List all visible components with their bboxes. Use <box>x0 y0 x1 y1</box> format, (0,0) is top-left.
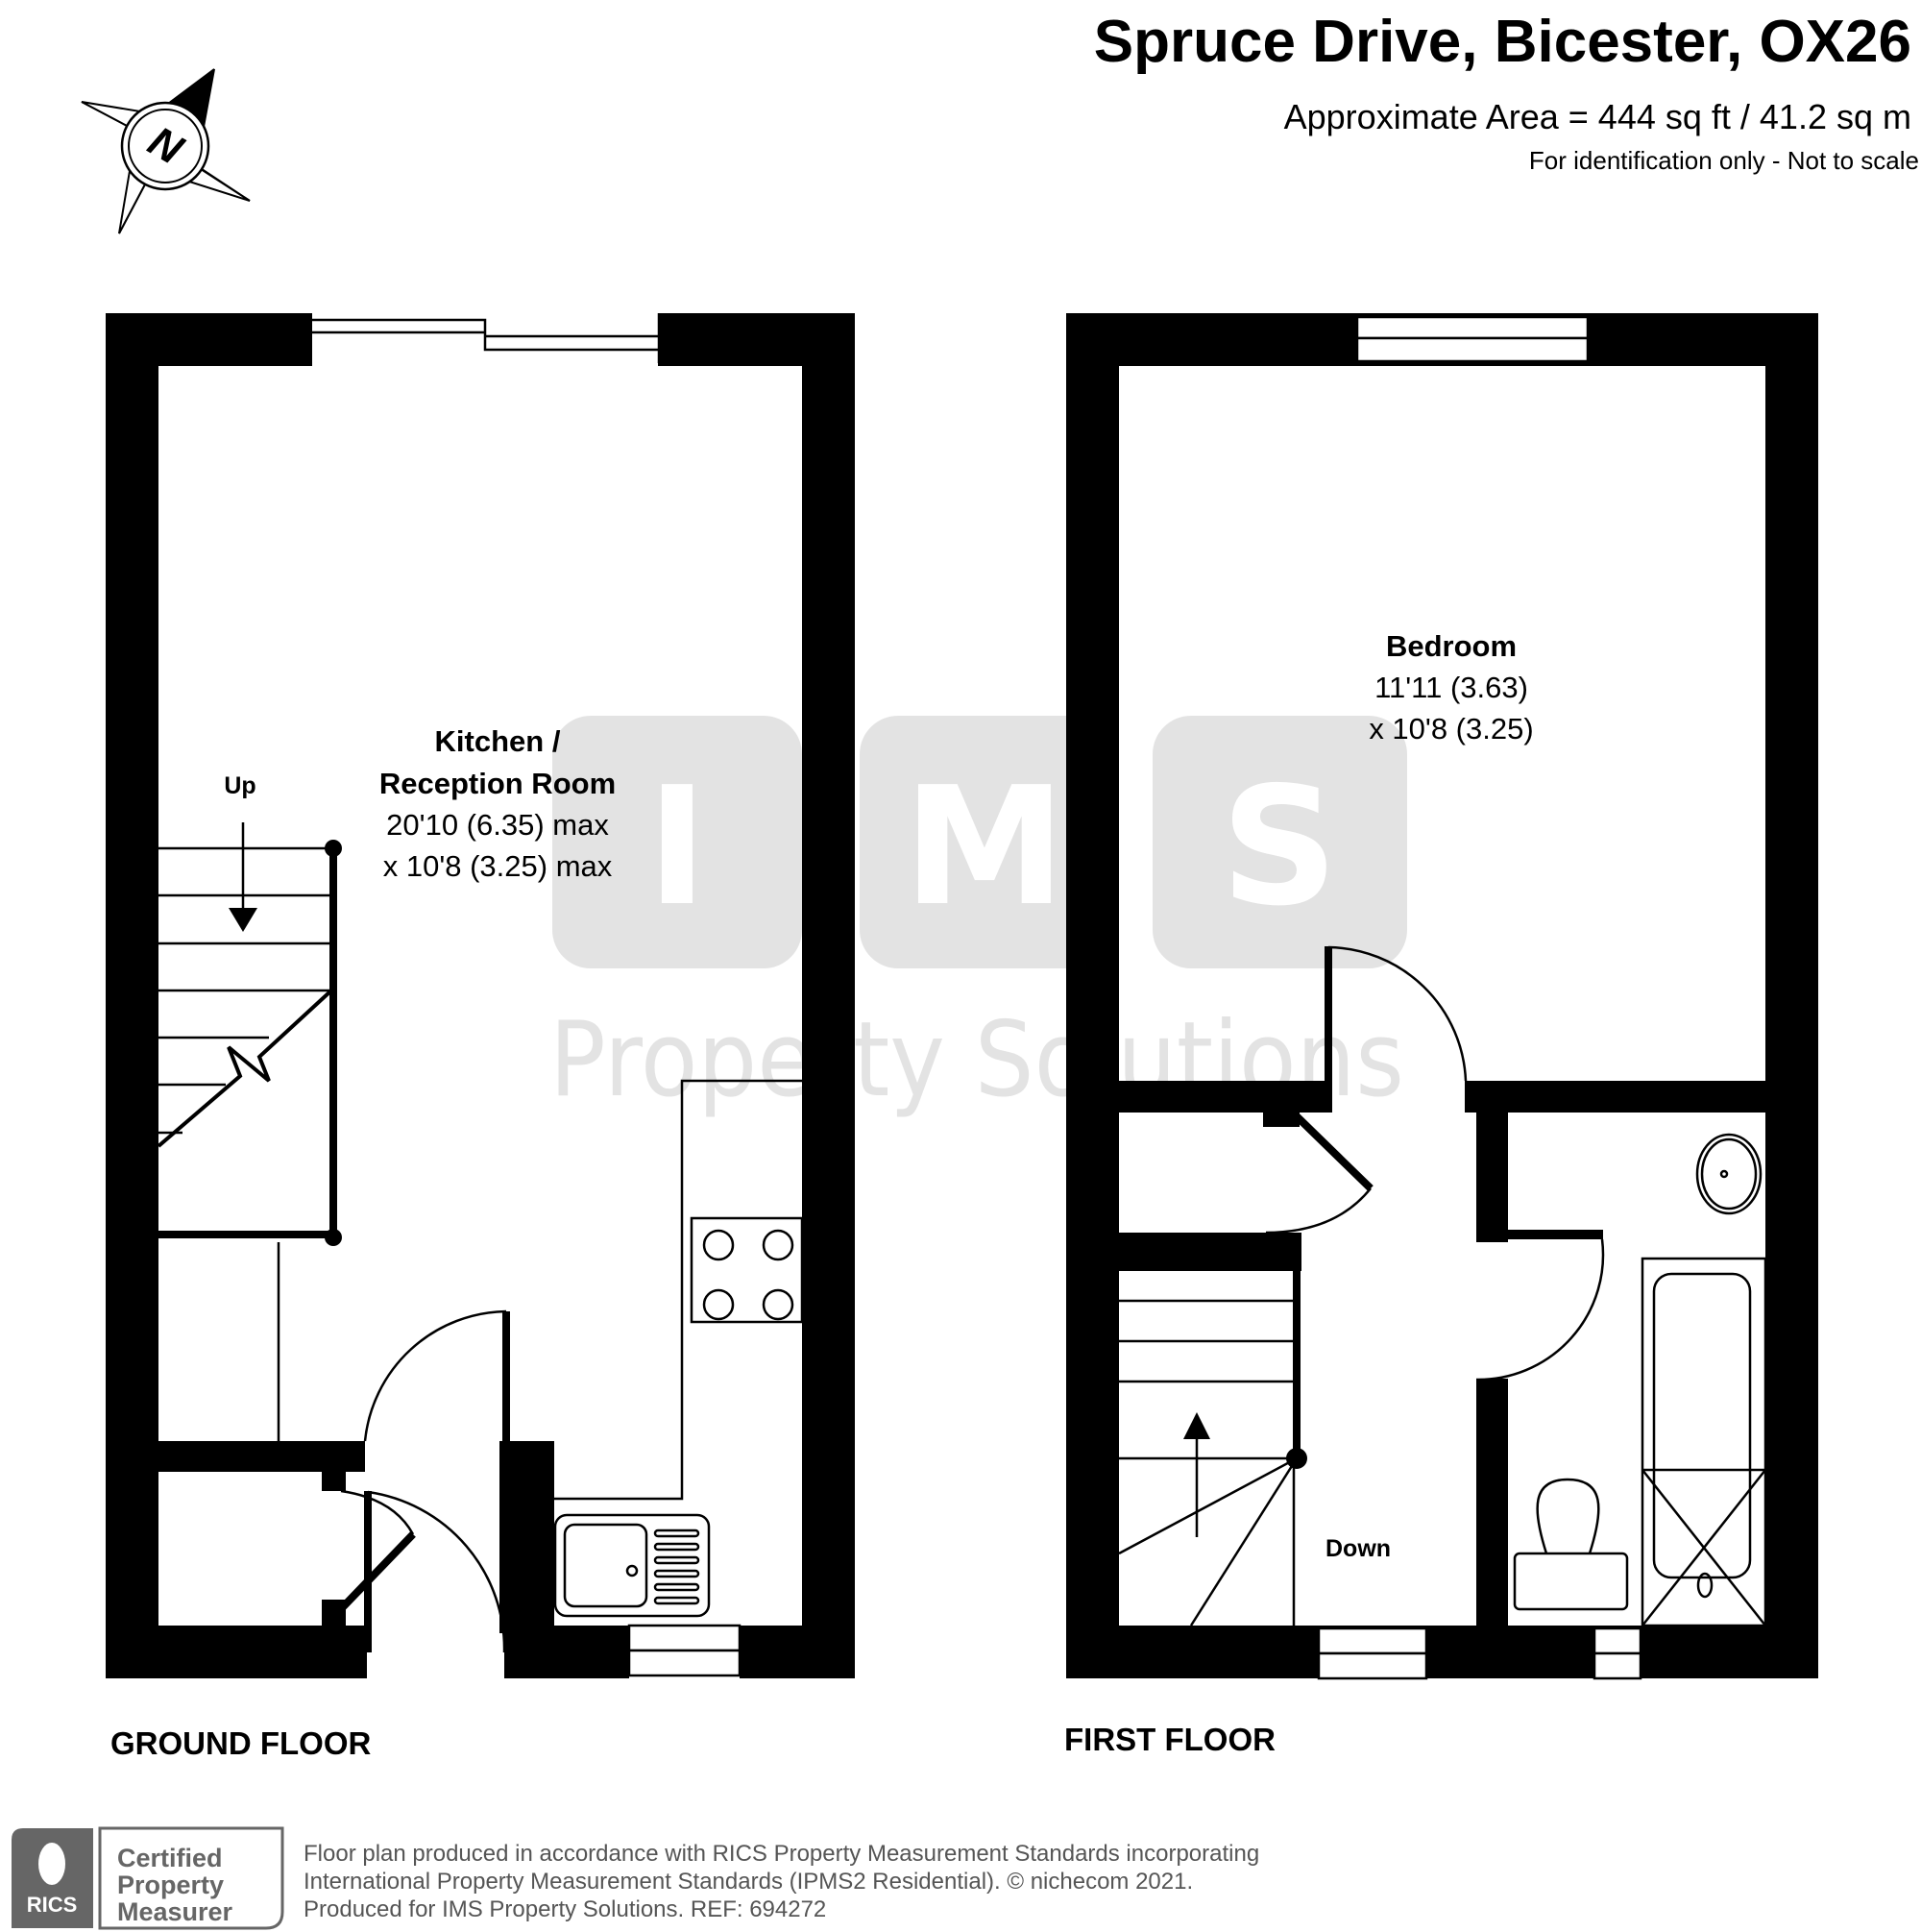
staircase-down: Down <box>1118 1299 1391 1626</box>
badge-line-2: Property <box>117 1871 224 1899</box>
watermark-letter-i: I <box>646 752 707 942</box>
basin-icon <box>1695 1133 1763 1215</box>
bedroom-door-arc <box>1327 945 1468 1082</box>
window <box>1355 315 1590 340</box>
ground-floor-label: GROUND FLOOR <box>110 1725 371 1761</box>
bath-icon <box>1641 1257 1767 1627</box>
watermark-tile-i <box>552 716 802 968</box>
window <box>1317 1626 1428 1655</box>
sink-icon <box>553 1513 711 1618</box>
property-title: Spruce Drive, Bicester, OX26 <box>1094 9 1911 75</box>
watermark-letter-s: S <box>1221 752 1338 942</box>
window <box>627 1624 742 1652</box>
first-floor-plan: Down Bedroom 11'11 (3.63) x 10' <box>1066 313 1818 1680</box>
footer-line-1: Floor plan produced in accordance with R… <box>304 1841 1259 1867</box>
arrow-up-icon <box>1183 1412 1210 1439</box>
room-dimension-width: x 10'8 (3.25) <box>1369 712 1533 746</box>
sliding-door <box>308 313 661 363</box>
room-name-reception: Reception Room <box>379 767 616 800</box>
rics-logo-text: RICS <box>27 1893 78 1917</box>
watermark-tile-m <box>860 716 1109 968</box>
footer-line-3: Produced for IMS Property Solutions. REF… <box>304 1896 826 1922</box>
badge-line-3: Measurer <box>117 1897 233 1926</box>
front-door-arc <box>367 1490 506 1653</box>
room-dimension-length: 11'11 (3.63) <box>1374 671 1528 704</box>
door-swing-arc <box>363 1309 507 1442</box>
stairs-up-label: Up <box>224 772 255 799</box>
ground-floor-plan: Up <box>106 313 855 1678</box>
room-name-kitchen: Kitchen / <box>435 724 561 758</box>
rics-lion-icon <box>38 1843 65 1885</box>
rics-badge: RICS Certified Property Measurer <box>12 1826 284 1930</box>
badge-line-1: Certified <box>117 1844 223 1872</box>
bathroom-door-arc <box>1475 1238 1605 1382</box>
watermark-tile-s <box>1153 716 1407 968</box>
room-dimension-width: x 10'8 (3.25) max <box>383 849 613 883</box>
hob-icon <box>690 1216 804 1324</box>
room-dimension-length: 20'10 (6.35) max <box>386 808 609 842</box>
scale-disclaimer: For identification only - Not to scale <box>1529 146 1919 175</box>
footer-line-2: International Property Measurement Stand… <box>304 1869 1193 1895</box>
approximate-area: Approximate Area = 444 sq ft / 41.2 sq m <box>1284 97 1911 136</box>
watermark-letter-m: M <box>903 752 1065 942</box>
compass-north-icon: N <box>81 68 251 234</box>
room-name-bedroom: Bedroom <box>1386 629 1517 663</box>
first-floor-label: FIRST FLOOR <box>1064 1722 1276 1757</box>
ims-watermark: I M S Property Solutions <box>549 716 1407 1120</box>
toilet-icon <box>1513 1478 1629 1611</box>
stairs-down-label: Down <box>1325 1535 1391 1562</box>
arrow-down-icon <box>229 908 257 932</box>
staircase-up: Up <box>157 772 342 1246</box>
